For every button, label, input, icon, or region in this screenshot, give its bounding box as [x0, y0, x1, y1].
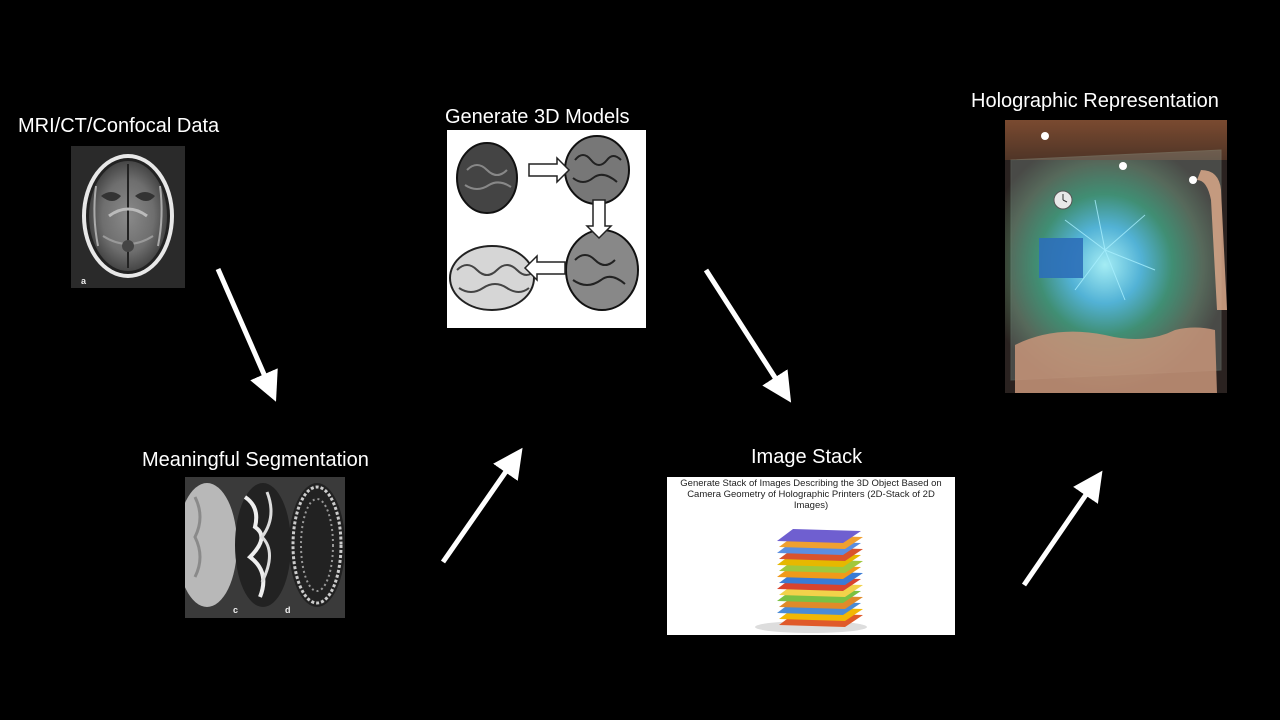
segmentation-letter-c: c — [233, 605, 238, 615]
arrow-mri-to-segmentation — [215, 267, 278, 402]
models-arrow-down-icon — [585, 199, 613, 240]
models-arrow-left-icon — [523, 254, 566, 282]
segmentation-letter-d: d — [285, 605, 291, 615]
mri-title: MRI/CT/Confocal Data — [18, 115, 220, 137]
stack-caption: Generate Stack of Images Describing the … — [680, 478, 942, 511]
mri-scan-image: a — [71, 146, 185, 288]
arrow-segmentation-to-models — [440, 447, 523, 564]
models-arrow-right-icon — [528, 156, 571, 184]
3d-models-image — [447, 130, 646, 328]
arrow-models-to-stack — [703, 268, 792, 403]
paper-stack-icon — [777, 529, 863, 627]
hologram-title: Holographic Representation — [971, 90, 1219, 112]
segmentation-image: c d — [185, 477, 345, 618]
image-stack-image: Generate Stack of Images Describing the … — [667, 477, 955, 635]
arrow-stack-to-hologram — [1021, 470, 1103, 587]
hologram-photo — [1005, 120, 1227, 393]
models-title: Generate 3D Models — [445, 106, 630, 128]
segmentation-title: Meaningful Segmentation — [142, 449, 369, 471]
stack-title: Image Stack — [751, 446, 863, 468]
mri-panel-letter: a — [81, 276, 87, 286]
